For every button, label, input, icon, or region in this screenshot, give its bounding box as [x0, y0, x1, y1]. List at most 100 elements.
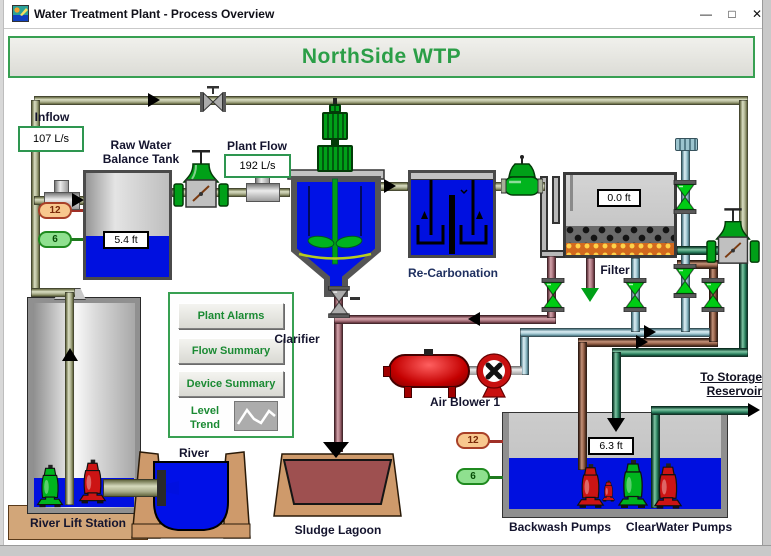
clearwater-pump-2[interactable] [652, 462, 684, 510]
mixer-collar [331, 140, 339, 146]
title-bar: Water Treatment Plant - Process Overview… [4, 0, 762, 29]
window-frame-bottom [0, 545, 771, 556]
inflow-display: 107 L/s [18, 126, 84, 152]
filter-inlet-valve[interactable] [501, 155, 543, 201]
pipe-to-clearwell [612, 352, 621, 422]
pipe-bypass-top [34, 96, 748, 105]
clearwell-level-value: 6.3 ft [599, 440, 623, 452]
air-blower-vessel[interactable] [388, 354, 470, 388]
sludge-lagoon-basin [273, 453, 402, 517]
flow-arrow-inflow [72, 193, 84, 207]
flow-summary-label: Flow Summary [191, 345, 271, 357]
maximize-icon[interactable]: □ [728, 7, 736, 21]
filter-drain-valve[interactable] [541, 278, 565, 312]
vent-valve-upper[interactable] [673, 180, 697, 214]
sludge-lagoon-label: Sludge Lagoon [294, 523, 382, 537]
clearwater-pump-1[interactable] [616, 458, 650, 510]
plant-alarms-button[interactable]: Plant Alarms [178, 303, 284, 329]
air-scour-valve[interactable] [623, 278, 647, 312]
connector-cw-flow-ind [488, 440, 503, 443]
pipe-lift-elbow [31, 288, 75, 297]
backwash-pumps-label: Backwash Pumps [508, 520, 612, 534]
pipe-air-vent [681, 148, 690, 332]
pipe-waste-header [334, 315, 556, 324]
balance-level-ind-value: 6 [52, 234, 58, 245]
plant-flow-label: Plant Flow [227, 139, 287, 153]
device-summary-label: Device Summary [186, 378, 276, 390]
balance-tank-label: Raw Water Balance Tank [86, 138, 196, 166]
window-title: Water Treatment Plant - Process Overview [34, 7, 275, 21]
device-summary-button[interactable]: Device Summary [178, 371, 284, 397]
pipe-backwash-header [578, 338, 718, 347]
backwash-supply-valve[interactable] [701, 278, 725, 312]
lift-station-label: River Lift Station [29, 516, 126, 530]
storage-link-line1: To Storage [700, 370, 762, 384]
clearwater-pumps-label: ClearWater Pumps [625, 520, 733, 534]
balance-flow-indicator[interactable]: 12 [38, 202, 72, 219]
river-pump-red[interactable] [77, 453, 108, 510]
connector-level-ind [70, 238, 83, 241]
storage-reservoir-link[interactable]: To Storage Reservoir [682, 370, 762, 398]
inflow-label: Inflow [34, 110, 70, 124]
clearwell-flow-ind-value: 12 [467, 435, 479, 446]
clearwell-water [509, 458, 721, 509]
balance-tank-label-1: Raw Water [110, 138, 172, 152]
flow-arrow-filter-waste [581, 288, 599, 302]
balance-flow-ind-value: 12 [49, 205, 61, 216]
vent-valve-lower[interactable] [673, 264, 697, 298]
sample-pump[interactable] [601, 480, 616, 502]
filter-weir [570, 175, 573, 211]
level-trend-label: Level Trend [179, 404, 231, 432]
balance-level-indicator[interactable]: 6 [38, 231, 72, 248]
plant-flow-value: 192 L/s [239, 160, 276, 172]
flow-arrow-lagoon [323, 442, 349, 458]
level-trend-line1: Level [190, 405, 220, 417]
storage-link-line2: Reservoir [706, 384, 762, 398]
flow-arrow-riser [62, 348, 78, 361]
clearwell-level-indicator[interactable]: 6 [456, 468, 490, 485]
flow-arrow-storage [748, 403, 760, 417]
plant-title: NorthSide WTP [301, 45, 462, 68]
river-basin [131, 451, 251, 539]
pipe-to-storage [651, 406, 751, 415]
pipe-backwash-riser [578, 342, 587, 470]
filter-media-sand [566, 243, 674, 255]
blower-suction-stub [466, 366, 478, 375]
pipe-lift-riser [65, 292, 74, 505]
level-trend-button[interactable] [234, 401, 278, 431]
app-icon [12, 5, 29, 22]
river-pump-green[interactable] [35, 462, 65, 510]
recarbonation-baffles [416, 180, 488, 254]
filter-trough-inner [552, 176, 560, 224]
mixer-motor-lower[interactable] [317, 145, 353, 172]
mixer-motor-upper[interactable] [322, 112, 348, 140]
pipe-effluent-header [612, 348, 748, 357]
minimize-icon[interactable]: — [700, 7, 712, 21]
blower-end-nub [383, 366, 391, 377]
sludge-blowdown-valve[interactable] [326, 286, 352, 318]
window-frame-left [0, 0, 4, 556]
window-frame-right [762, 0, 771, 556]
effluent-control-valve[interactable] [706, 206, 760, 274]
recarbonation-label: Re-Carbonation [408, 266, 498, 280]
air-blower-fan[interactable] [472, 352, 516, 398]
bypass-valve[interactable] [198, 86, 228, 114]
connector-flow-ind [70, 209, 83, 212]
intake-water-jet [166, 481, 179, 495]
air-blower-label: Air Blower 1 [429, 395, 501, 409]
flow-summary-button[interactable]: Flow Summary [178, 338, 284, 364]
intake-screen [157, 470, 166, 506]
plant-banner: NorthSide WTP [8, 36, 755, 78]
mixer-stem [333, 98, 337, 106]
plantflow-tee-fitting [246, 183, 280, 202]
clearwell-level-ind-value: 6 [470, 471, 476, 482]
level-trend-line2: Trend [190, 419, 220, 431]
flow-arrow-clearwell [607, 418, 625, 432]
recarbonation-rim [411, 173, 493, 180]
vent-cap [675, 138, 698, 151]
raw-water-control-valve[interactable] [173, 148, 229, 218]
clearwell-flow-indicator[interactable]: 12 [456, 432, 490, 449]
pipe-air-manifold [520, 328, 710, 337]
close-icon[interactable]: ✕ [751, 7, 763, 21]
